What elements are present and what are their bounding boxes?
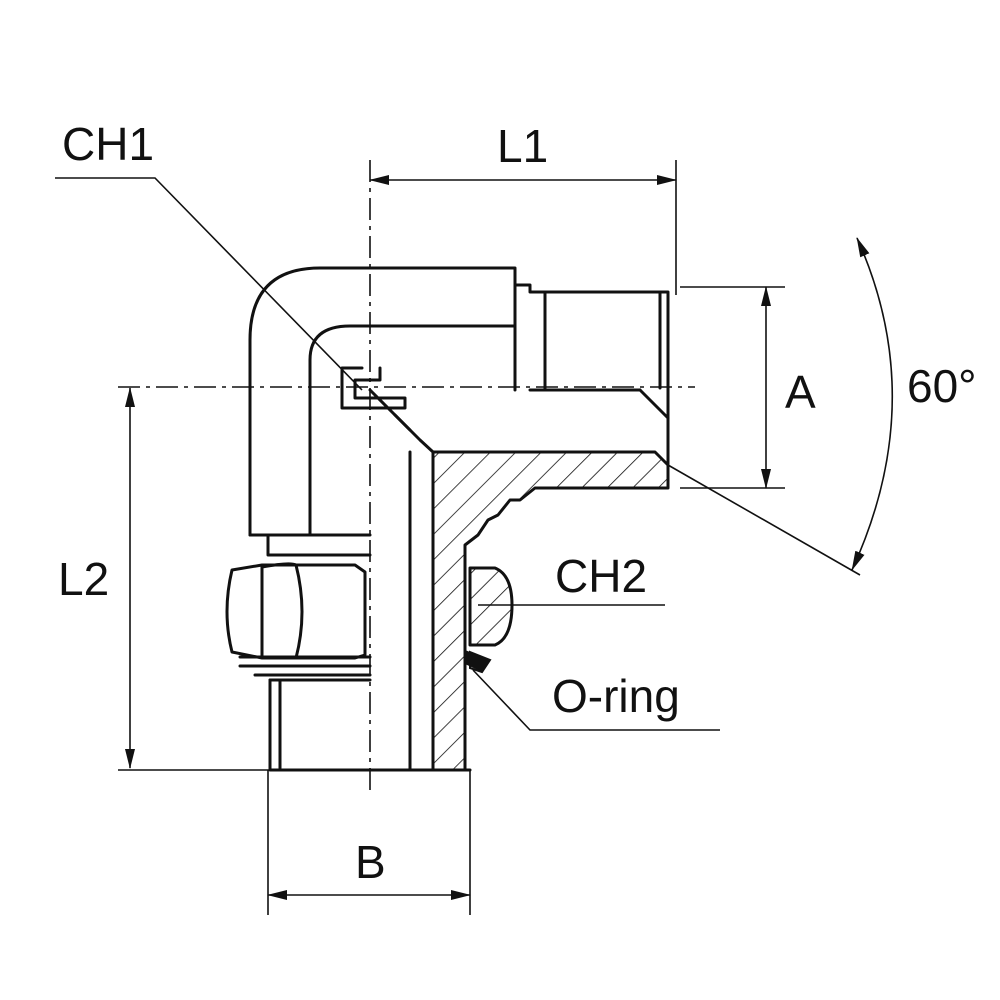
ch1-label: CH1	[62, 118, 154, 170]
dim-b	[267, 770, 471, 915]
elbow-body	[248, 266, 517, 537]
ch2-label: CH2	[555, 550, 647, 602]
dim-a	[680, 286, 785, 489]
thread-end-right	[513, 283, 670, 392]
dim-l1	[369, 160, 677, 295]
dim-l2	[118, 387, 272, 771]
leaders	[55, 177, 720, 731]
locknut-section	[465, 566, 514, 674]
l1-label: L1	[497, 120, 548, 172]
oring-label: O-ring	[552, 670, 680, 722]
ch1-mark	[340, 366, 407, 410]
a-label: A	[785, 366, 816, 418]
b-label: B	[355, 836, 386, 888]
dim-angle	[667, 237, 894, 576]
center-lines	[118, 160, 695, 790]
locknut	[225, 562, 367, 660]
section-view	[368, 386, 670, 772]
angle-label: 60°	[907, 360, 977, 412]
l2-label: L2	[58, 553, 109, 605]
